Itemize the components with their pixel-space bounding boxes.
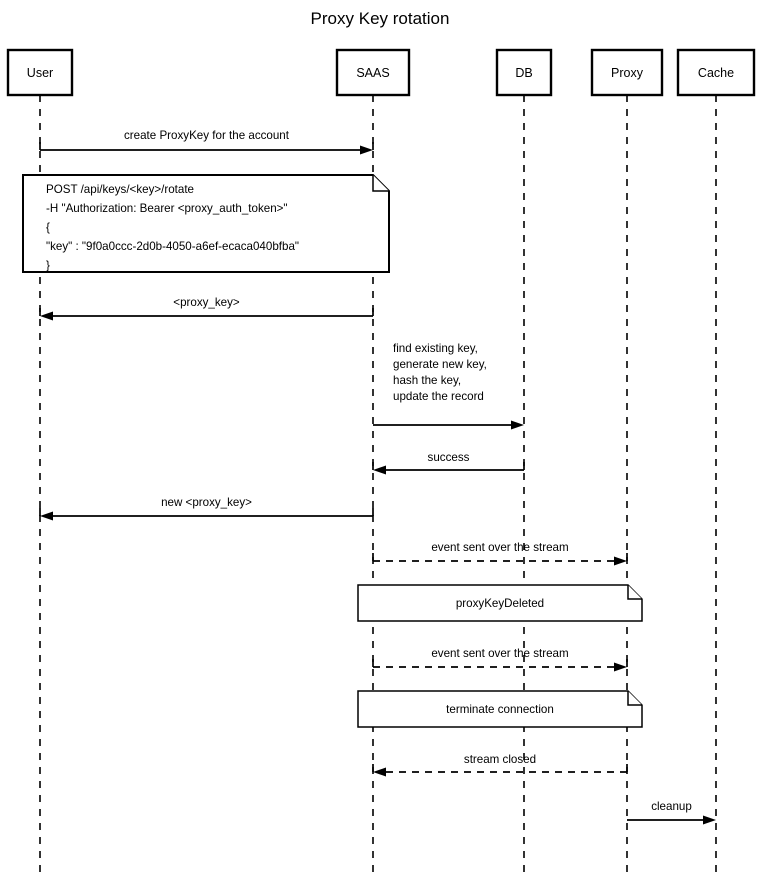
note-note-terminate-connection[interactable]: terminate connection (357, 690, 643, 728)
participant-label-db: DB (515, 66, 532, 80)
annotation-line: find existing key, (393, 342, 478, 355)
participant-box-proxy[interactable] (590, 48, 664, 97)
participant-proxy[interactable]: Proxy (590, 48, 664, 97)
note-fold-corner-note-request (372, 175, 389, 192)
message-arrowhead-m1 (360, 145, 373, 155)
annotation-line: generate new key, (393, 358, 487, 371)
note-line: terminate connection (446, 703, 554, 716)
annotations-layer: find existing key, generate new key, hash … (393, 342, 487, 403)
note-note-request[interactable]: POST /api/keys/<key>/rotate -H "Authoriza… (22, 174, 390, 273)
message-m5[interactable]: new <proxy_key> (39, 496, 374, 521)
message-arrowhead-m9 (703, 815, 716, 825)
note-body-note-proxykeydeleted[interactable] (357, 584, 643, 622)
participant-box-db[interactable] (495, 48, 553, 97)
message-arrowhead-m6 (614, 556, 627, 566)
note-body-note-request[interactable] (22, 174, 390, 273)
message-m3[interactable] (373, 420, 524, 430)
message-arrowhead-m4 (373, 465, 386, 475)
message-m6[interactable]: event sent over the stream (372, 541, 628, 566)
message-m1[interactable]: create ProxyKey for the account (39, 129, 374, 155)
annotation-saas-processing-note: find existing key, generate new key, hash … (393, 342, 487, 403)
message-m8[interactable]: stream closed (372, 753, 628, 777)
message-label-m4: success (428, 451, 470, 464)
participant-label-cache: Cache (698, 66, 734, 80)
note-line: proxyKeyDeleted (456, 597, 544, 610)
message-label-m1: create ProxyKey for the account (124, 129, 290, 142)
note-line: { (46, 221, 50, 234)
annotation-line: update the record (393, 390, 484, 403)
message-arrowhead-m5 (40, 511, 53, 521)
message-arrowhead-m7 (614, 662, 627, 672)
message-m2[interactable]: <proxy_key> (39, 296, 374, 321)
messages-layer: create ProxyKey for the account <proxy_ke… (39, 129, 716, 825)
participants-layer: User SAAS DB Proxy Cache (6, 48, 756, 97)
participant-cache[interactable]: Cache (676, 48, 756, 97)
participant-db[interactable]: DB (495, 48, 553, 97)
message-label-m7: event sent over the stream (431, 647, 568, 660)
message-m9[interactable]: cleanup (627, 800, 716, 825)
message-label-m6: event sent over the stream (431, 541, 568, 554)
note-line: POST /api/keys/<key>/rotate (46, 183, 194, 196)
note-body-note-terminate-connection[interactable] (357, 690, 643, 728)
message-label-m5: new <proxy_key> (161, 496, 252, 509)
participant-box-user[interactable] (6, 48, 74, 97)
participant-box-cache[interactable] (676, 48, 756, 97)
note-fold-corner-note-terminate-connection (627, 691, 642, 706)
notes-layer: POST /api/keys/<key>/rotate -H "Authoriza… (22, 174, 643, 728)
participant-label-saas: SAAS (356, 66, 389, 80)
note-fold-corner-note-proxykeydeleted (627, 585, 642, 600)
message-m7[interactable]: event sent over the stream (372, 647, 628, 672)
message-m4[interactable]: success (372, 451, 525, 475)
participant-saas[interactable]: SAAS (335, 48, 411, 97)
message-arrowhead-m2 (40, 311, 53, 321)
message-label-m8: stream closed (464, 753, 536, 766)
note-line: -H "Authorization: Bearer <proxy_auth_to… (46, 202, 288, 215)
participant-box-saas[interactable] (335, 48, 411, 97)
note-line: "key" : "9f0a0ccc-2d0b-4050-a6ef-ecaca04… (46, 240, 299, 253)
message-arrowhead-m8 (373, 767, 386, 777)
participant-label-proxy: Proxy (611, 66, 644, 80)
message-label-m2: <proxy_key> (173, 296, 240, 309)
note-line: } (46, 259, 50, 272)
page-title: Proxy Key rotation (311, 9, 450, 28)
participant-user[interactable]: User (6, 48, 74, 97)
message-label-m9: cleanup (651, 800, 692, 813)
participant-label-user: User (27, 66, 53, 80)
message-arrowhead-m3 (511, 420, 524, 430)
note-note-proxykeydeleted[interactable]: proxyKeyDeleted (357, 584, 643, 622)
annotation-line: hash the key, (393, 374, 461, 387)
